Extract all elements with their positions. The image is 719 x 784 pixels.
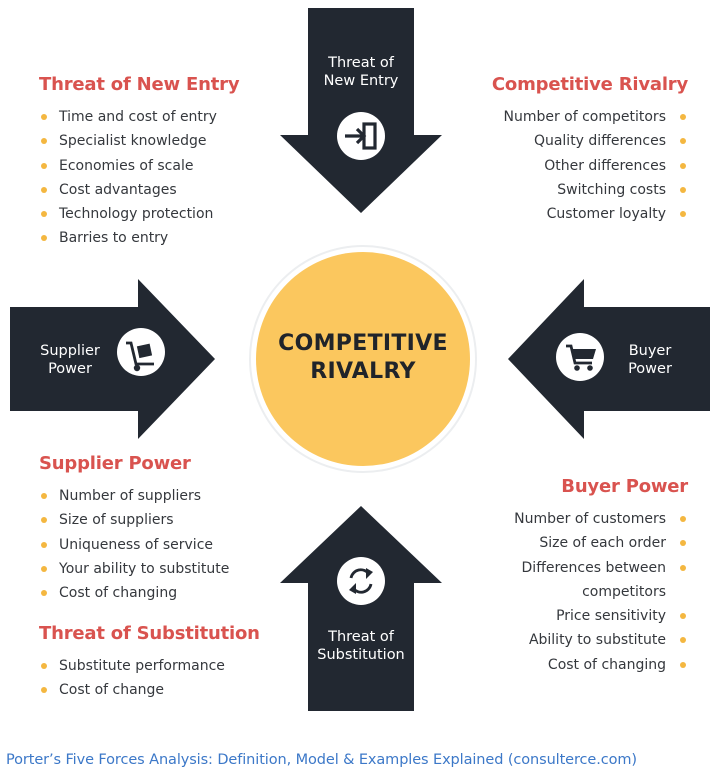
list-item: Size of each order [514,531,688,555]
list-item: competitors [582,583,666,600]
list-item: Ability to substitute [514,628,688,652]
list-item: Economies of scale [39,154,239,178]
supplier-list: Number of suppliers Size of suppliers Un… [39,484,229,605]
new-entry-title: Threat of New Entry [39,74,240,95]
list-item: Other differences [492,154,688,178]
list-item: Switching costs [492,178,688,202]
list-item: Quality differences [492,129,688,153]
center-circle [256,252,470,466]
list-item: Technology protection [39,202,239,226]
supplier-block: Supplier Power Number of suppliers Size … [39,453,229,605]
list-item: Differences between [514,556,688,580]
buyer-block: Buyer Power Number of customers Size of … [514,476,688,677]
supplier-power-arrow-label: Supplier Power [40,343,100,377]
list-item: Barries to entry [39,226,239,250]
list-item: Cost of changing [514,653,688,677]
list-item: Price sensitivity [514,604,688,628]
rivalry-block: Competitive Rivalry Number of competitor… [492,74,688,226]
substitution-arrow [280,506,442,711]
list-item: Size of suppliers [39,508,229,532]
list-item: Number of suppliers [39,484,229,508]
substitution-arrow-label: Threat of Substitution [317,629,405,663]
center-label: COMPETITIVE RIVALRY [278,331,448,384]
list-item: Cost of change [39,678,260,702]
list-item: Specialist knowledge [39,129,239,153]
supplier-title: Supplier Power [39,453,191,474]
list-item: Cost of changing [39,581,229,605]
list-item: Your ability to substitute [39,557,229,581]
list-item: Cost advantages [39,178,239,202]
refresh-icon [337,557,385,605]
substitution-block: Threat of Substitution Substitute perfor… [39,623,260,703]
new-entry-list: Time and cost of entry Specialist knowle… [39,105,239,251]
shopping-cart-icon [556,333,604,381]
buyer-power-arrow [508,279,710,439]
substitution-list: Substitute performance Cost of change [39,654,260,703]
rivalry-list: Number of competitors Quality difference… [492,105,688,226]
enter-icon [337,112,385,160]
new-entry-block: Threat of New Entry Time and cost of ent… [39,74,240,251]
list-item: Number of customers [514,507,688,531]
list-item: Customer loyalty [492,202,688,226]
source-caption-link[interactable]: Porter’s Five Forces Analysis: Definitio… [6,752,637,768]
list-item: Uniqueness of service [39,533,229,557]
hand-truck-icon [117,328,165,376]
new-entry-arrow-label: Threat of New Entry [323,55,399,89]
supplier-power-arrow [10,279,215,439]
buyer-title: Buyer Power [561,476,688,497]
buyer-power-arrow-label: Buyer Power [628,343,672,377]
rivalry-title: Competitive Rivalry [491,74,688,95]
list-item: Substitute performance [39,654,260,678]
buyer-list: Number of customers Size of each order D… [514,507,688,677]
list-item: Time and cost of entry [39,105,239,129]
substitution-title: Threat of Substitution [39,623,260,644]
new-entry-arrow [280,8,442,213]
list-item: Number of competitors [492,105,688,129]
